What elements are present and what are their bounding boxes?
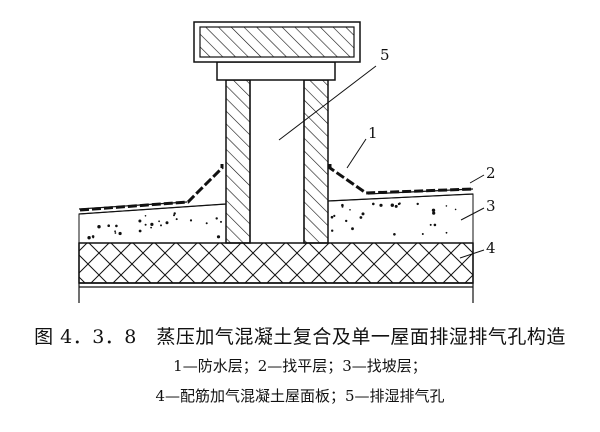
vent-cap (193, 21, 361, 63)
figure-caption-title: 图 4．3．8 蒸压加气混凝土复合及单一屋面排湿排气孔构造 (34, 326, 566, 348)
leader-lines (278, 65, 485, 259)
leveling-layer (78, 188, 474, 215)
figure-legend-line-2: 4—配筋加气混凝土屋面板；5—排湿排气孔 (155, 387, 445, 405)
label-4: 4 (486, 239, 496, 257)
label-5: 5 (380, 46, 390, 64)
label-2: 2 (486, 164, 496, 182)
label-1: 1 (368, 124, 378, 142)
label-3: 3 (486, 197, 496, 215)
waterproof-layer (79, 164, 474, 212)
roof-slab-layer (78, 242, 474, 303)
vent-pipe (216, 61, 336, 244)
figure-legend-line-1: 1—防水层；2—找平层；3—找坡层； (173, 357, 427, 375)
slope-layer (78, 193, 474, 244)
